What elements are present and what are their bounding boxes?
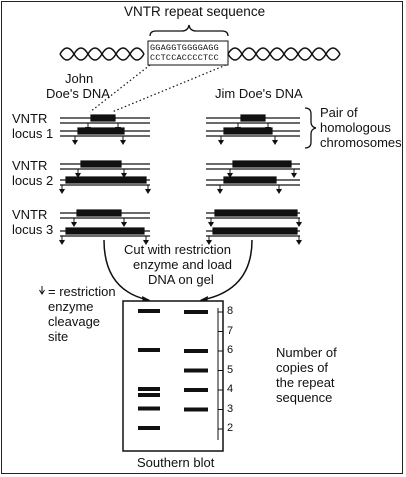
john-label-line1: John xyxy=(65,71,94,86)
repeat-block xyxy=(232,160,292,168)
repeat-block xyxy=(65,227,145,235)
scale-label-8: 8 xyxy=(227,305,234,317)
john-lane-band-5 xyxy=(138,426,160,430)
scale-label-6: 6 xyxy=(227,344,234,356)
scale-label-7: 7 xyxy=(227,324,234,337)
repeat-block xyxy=(90,114,116,122)
jim-lane-band-1 xyxy=(184,349,208,353)
copies-label-line1: Number of xyxy=(276,345,337,360)
cut-label-line2: enzyme and load xyxy=(133,257,233,272)
helix-strand-b xyxy=(59,47,145,61)
cut-label-line3: DNA on gel xyxy=(148,272,214,287)
repeat-block xyxy=(214,209,298,217)
scale-label-4: 4 xyxy=(227,383,234,395)
locus-2-label-line2: locus 2 xyxy=(12,173,54,188)
dna-helix xyxy=(59,47,341,61)
gel-bands xyxy=(138,309,208,430)
copies-label-line3: the repeat xyxy=(276,375,335,390)
dotted-line-john xyxy=(89,64,151,113)
legend-line3: cleavage xyxy=(48,314,101,329)
locus-3-label-line2: locus 3 xyxy=(12,222,54,237)
helix-strand-d xyxy=(227,47,341,61)
copies-label-line2: copies of xyxy=(276,360,329,375)
repeat-block xyxy=(76,209,122,217)
repeat-block xyxy=(77,127,125,135)
chromosome-pairs xyxy=(60,114,300,237)
jim-lane-band-2 xyxy=(184,368,208,373)
gel-scale-ticks xyxy=(218,311,223,430)
john-lane-band-3 xyxy=(138,393,160,397)
jim-lane-band-3 xyxy=(184,388,208,392)
load-arrows xyxy=(103,239,253,301)
homologous-brace xyxy=(304,107,317,149)
cut-label-line1: Cut with restriction xyxy=(124,242,231,257)
pair-label-line1: Pair of xyxy=(320,105,358,120)
locus-2-label-line1: VNTR xyxy=(12,158,48,173)
cleavage-site-arrows xyxy=(59,123,302,245)
sequence-box xyxy=(147,40,229,66)
pair-label-line2: homologous xyxy=(320,120,391,135)
sequence-brace xyxy=(149,24,229,37)
jim-lane-band-4 xyxy=(184,407,208,412)
john-lane-band-4 xyxy=(138,406,160,411)
repeat-block xyxy=(240,114,266,122)
repeat-block xyxy=(65,176,147,184)
john-lane-band-0 xyxy=(138,309,160,313)
john-lane-band-1 xyxy=(138,348,160,352)
dotted-line-jim xyxy=(111,64,227,113)
repeat-block xyxy=(80,160,122,168)
repeat-block xyxy=(223,176,277,184)
scale-label-5: 5 xyxy=(227,363,234,376)
john-label-line2: Doe's DNA xyxy=(46,86,110,101)
jim-lane-band-0 xyxy=(184,310,208,314)
john-lane-band-2 xyxy=(138,387,160,391)
copies-label-line4: sequence xyxy=(276,390,333,405)
sequence-bottom-strand: CCTCCACCCCTCC xyxy=(150,53,219,63)
legend-line1: = restriction xyxy=(48,284,116,299)
locus-1-label-line1: VNTR xyxy=(12,111,48,126)
scale-label-3: 3 xyxy=(227,402,234,415)
legend-line4: site xyxy=(48,329,69,344)
locus-3-label-line1: VNTR xyxy=(12,207,48,222)
locus-1-label-line2: locus 1 xyxy=(12,126,54,141)
legend-arrow-icon xyxy=(39,286,45,295)
repeat-block xyxy=(212,227,298,235)
legend-line2: enzyme xyxy=(48,299,94,314)
scale-label-2: 2 xyxy=(227,422,234,434)
pair-label-line3: chromosomes xyxy=(320,135,402,150)
figure-title: VNTR repeat sequence xyxy=(124,4,266,19)
southern-blot-caption: Southern blot xyxy=(137,455,215,470)
sequence-top-strand: GGAGGTGGGGAGG xyxy=(150,43,219,53)
repeat-block xyxy=(223,127,273,135)
jim-label: Jim Doe's DNA xyxy=(215,86,303,101)
